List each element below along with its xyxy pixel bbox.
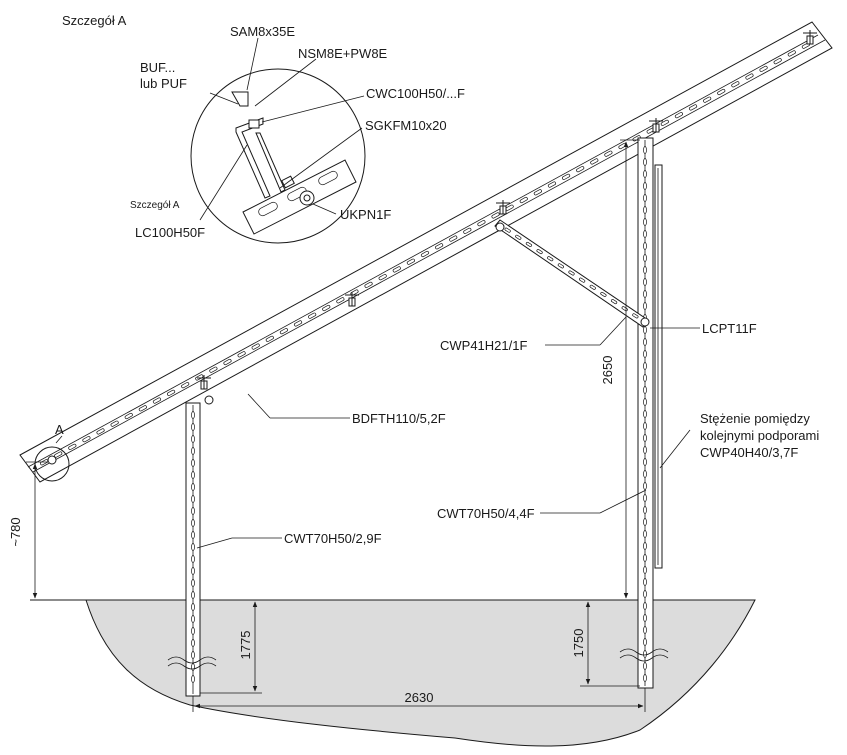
dim-front-height: ~780 (8, 517, 23, 546)
support-brace (654, 164, 663, 569)
detail-a-marker-label: A (55, 422, 64, 437)
label-lub-puf: lub PUF (140, 76, 187, 91)
detail-title: Szczegół A (62, 13, 127, 28)
front-support (185, 402, 201, 697)
rear-support (637, 137, 654, 689)
diagonal-strut (494, 219, 649, 328)
label-bdfth110: BDFTH110/5,2F (352, 411, 446, 426)
label-brace-line2: kolejnymi podporami (700, 428, 819, 443)
label-buf: BUF... (140, 60, 175, 75)
detail-caption: Szczegół A (130, 200, 180, 211)
label-lc100h50f: LC100H50F (135, 225, 205, 240)
dim-front-depth: 1775 (238, 631, 253, 660)
label-sgkfm10x20: SGKFM10x20 (365, 118, 447, 133)
detail-leaders (199, 37, 365, 221)
label-cwc100h50: CWC100H50/...F (366, 86, 465, 101)
label-cwp41h21: CWP41H21/1F (440, 338, 527, 353)
part-leaders (196, 316, 700, 549)
dim-span: 2630 (405, 690, 434, 705)
dim-rear-depth: 1750 (571, 629, 586, 658)
detail-a-view (190, 68, 366, 244)
label-ukpn1f: UKPN1F (340, 207, 391, 222)
label-cwt70h50-rear: CWT70H50/4,4F (437, 506, 535, 521)
label-brace-line1: Stężenie pomiędzy (700, 411, 810, 426)
rail-fasteners (47, 30, 817, 465)
label-brace-line3: CWP40H40/3,7F (700, 445, 798, 460)
label-lcpt11f: LCPT11F (702, 321, 757, 336)
label-cwt70h50-front: CWT70H50/2,9F (284, 531, 382, 546)
dimension-lines (26, 139, 669, 712)
dim-rear-height: 2650 (600, 356, 615, 385)
label-nsm8e-pw8e: NSM8E+PW8E (298, 46, 388, 61)
label-sam8x35e: SAM8x35E (230, 24, 295, 39)
